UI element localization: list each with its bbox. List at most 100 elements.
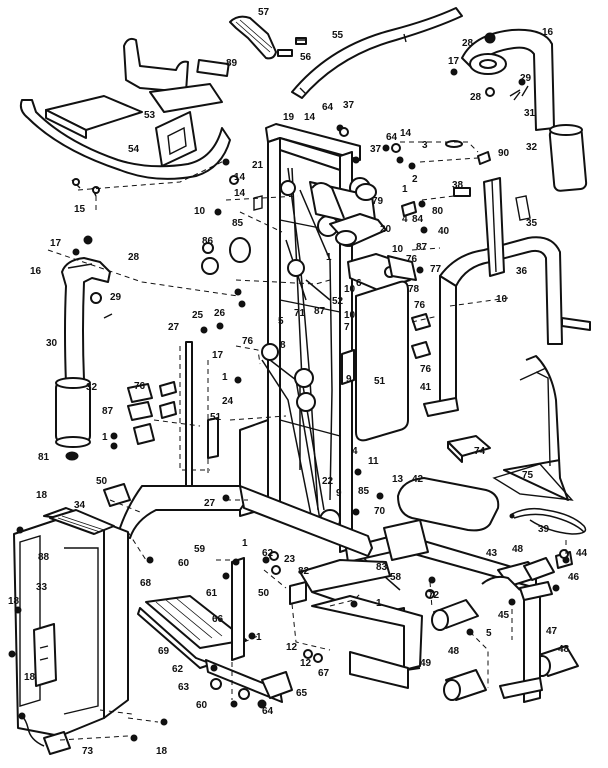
callout-51: 51 xyxy=(374,376,386,387)
callout-17: 17 xyxy=(50,238,62,249)
callout-59: 59 xyxy=(194,544,206,555)
small-parts xyxy=(103,140,491,507)
callout-33: 33 xyxy=(36,582,48,593)
callout-36: 36 xyxy=(516,266,528,277)
callout-19: 19 xyxy=(283,112,295,123)
callout-10: 10 xyxy=(392,244,404,255)
callout-87: 87 xyxy=(102,406,114,417)
rear-leg-part xyxy=(499,581,553,703)
callout-1: 1 xyxy=(326,252,332,263)
left-arm-part xyxy=(55,257,111,461)
callout-50: 50 xyxy=(258,588,270,599)
callout-75: 75 xyxy=(522,470,534,481)
callout-9: 9 xyxy=(346,374,352,385)
callout-26: 26 xyxy=(214,308,226,319)
stand-frame-part xyxy=(492,355,574,501)
callout-18: 18 xyxy=(156,746,168,757)
handle-frame-part xyxy=(423,177,591,417)
callout-54: 54 xyxy=(128,144,140,155)
callout-17: 17 xyxy=(212,350,224,361)
callout-41: 41 xyxy=(420,382,432,393)
callout-82: 82 xyxy=(298,566,310,577)
callout-70: 70 xyxy=(374,506,386,517)
callout-27: 27 xyxy=(168,322,180,333)
callout-48: 48 xyxy=(558,644,570,655)
callout-1: 1 xyxy=(402,184,408,195)
callout-39: 39 xyxy=(538,524,550,535)
callout-28: 28 xyxy=(462,38,474,49)
callout-4: 4 xyxy=(402,214,408,225)
callout-83: 83 xyxy=(376,562,388,573)
callout-64: 64 xyxy=(262,706,274,717)
callout-22: 22 xyxy=(322,476,334,487)
assembly-guide-lines xyxy=(47,141,567,741)
callout-65: 65 xyxy=(296,688,308,699)
callout-28: 28 xyxy=(470,92,482,103)
callout-81: 81 xyxy=(38,452,50,463)
callout-85: 85 xyxy=(358,486,370,497)
callout-78: 78 xyxy=(408,284,420,295)
callout-5: 5 xyxy=(278,316,284,327)
leg-extension-assembly xyxy=(19,37,231,214)
callout-58: 58 xyxy=(390,572,402,583)
callout-42: 42 xyxy=(412,474,424,485)
callout-28: 28 xyxy=(128,252,140,263)
callout-71: 71 xyxy=(294,308,306,319)
callout-16: 16 xyxy=(542,27,554,38)
callout-76: 76 xyxy=(420,364,432,375)
callout-18: 18 xyxy=(24,672,36,683)
callout-89: 89 xyxy=(226,58,238,69)
callout-32: 32 xyxy=(526,142,538,153)
callout-66: 66 xyxy=(212,614,224,625)
callout-1: 1 xyxy=(222,372,228,383)
callout-51: 51 xyxy=(210,412,222,423)
callout-14: 14 xyxy=(234,188,246,199)
callout-69: 69 xyxy=(158,646,170,657)
callout-29: 29 xyxy=(520,73,532,84)
callout-11: 11 xyxy=(368,456,379,467)
callout-24: 24 xyxy=(222,396,234,407)
callout-32: 32 xyxy=(86,382,98,393)
hardware-fasteners xyxy=(8,32,570,742)
callout-67: 67 xyxy=(318,668,330,679)
callout-15: 15 xyxy=(74,204,86,215)
callout-43: 43 xyxy=(486,548,498,559)
callout-12: 12 xyxy=(300,658,312,669)
seat-bracket-part xyxy=(347,253,417,291)
callout-18: 18 xyxy=(36,490,48,501)
callout-labels: 57 56 55 89 53 54 15 14 14 14 10 85 86 2… xyxy=(8,7,588,757)
callout-3: 3 xyxy=(422,140,428,151)
callout-40: 40 xyxy=(438,226,450,237)
callout-63: 63 xyxy=(178,682,190,693)
callout-4: 4 xyxy=(352,446,358,457)
callout-60: 60 xyxy=(178,558,190,569)
seat-part xyxy=(397,477,500,532)
callout-90: 90 xyxy=(498,148,510,159)
weight-plate-part xyxy=(447,435,491,463)
front-shroud-part xyxy=(13,507,129,737)
callout-29: 29 xyxy=(110,292,122,303)
callout-85: 85 xyxy=(232,218,244,229)
right-arm-part xyxy=(461,28,588,192)
callout-14: 14 xyxy=(400,128,412,139)
callout-1: 1 xyxy=(256,632,262,643)
base-frame-part xyxy=(117,485,423,689)
callout-79: 79 xyxy=(372,196,384,207)
callout-44: 44 xyxy=(576,548,588,559)
callout-77: 77 xyxy=(430,264,442,275)
callout-47: 47 xyxy=(546,626,558,637)
callout-18: 18 xyxy=(8,596,20,607)
callout-10: 10 xyxy=(496,294,508,305)
callout-62: 62 xyxy=(262,548,274,559)
callout-14: 14 xyxy=(304,112,316,123)
cable-coil-part xyxy=(509,507,587,535)
callout-76: 76 xyxy=(134,381,146,392)
callout-76: 76 xyxy=(414,300,426,311)
callout-49: 49 xyxy=(420,658,432,669)
callout-57: 57 xyxy=(258,7,270,18)
callout-12: 12 xyxy=(286,642,298,653)
callout-10: 10 xyxy=(344,310,356,321)
callout-88: 88 xyxy=(38,552,50,563)
callout-60: 60 xyxy=(196,700,208,711)
callout-5: 5 xyxy=(486,628,492,639)
